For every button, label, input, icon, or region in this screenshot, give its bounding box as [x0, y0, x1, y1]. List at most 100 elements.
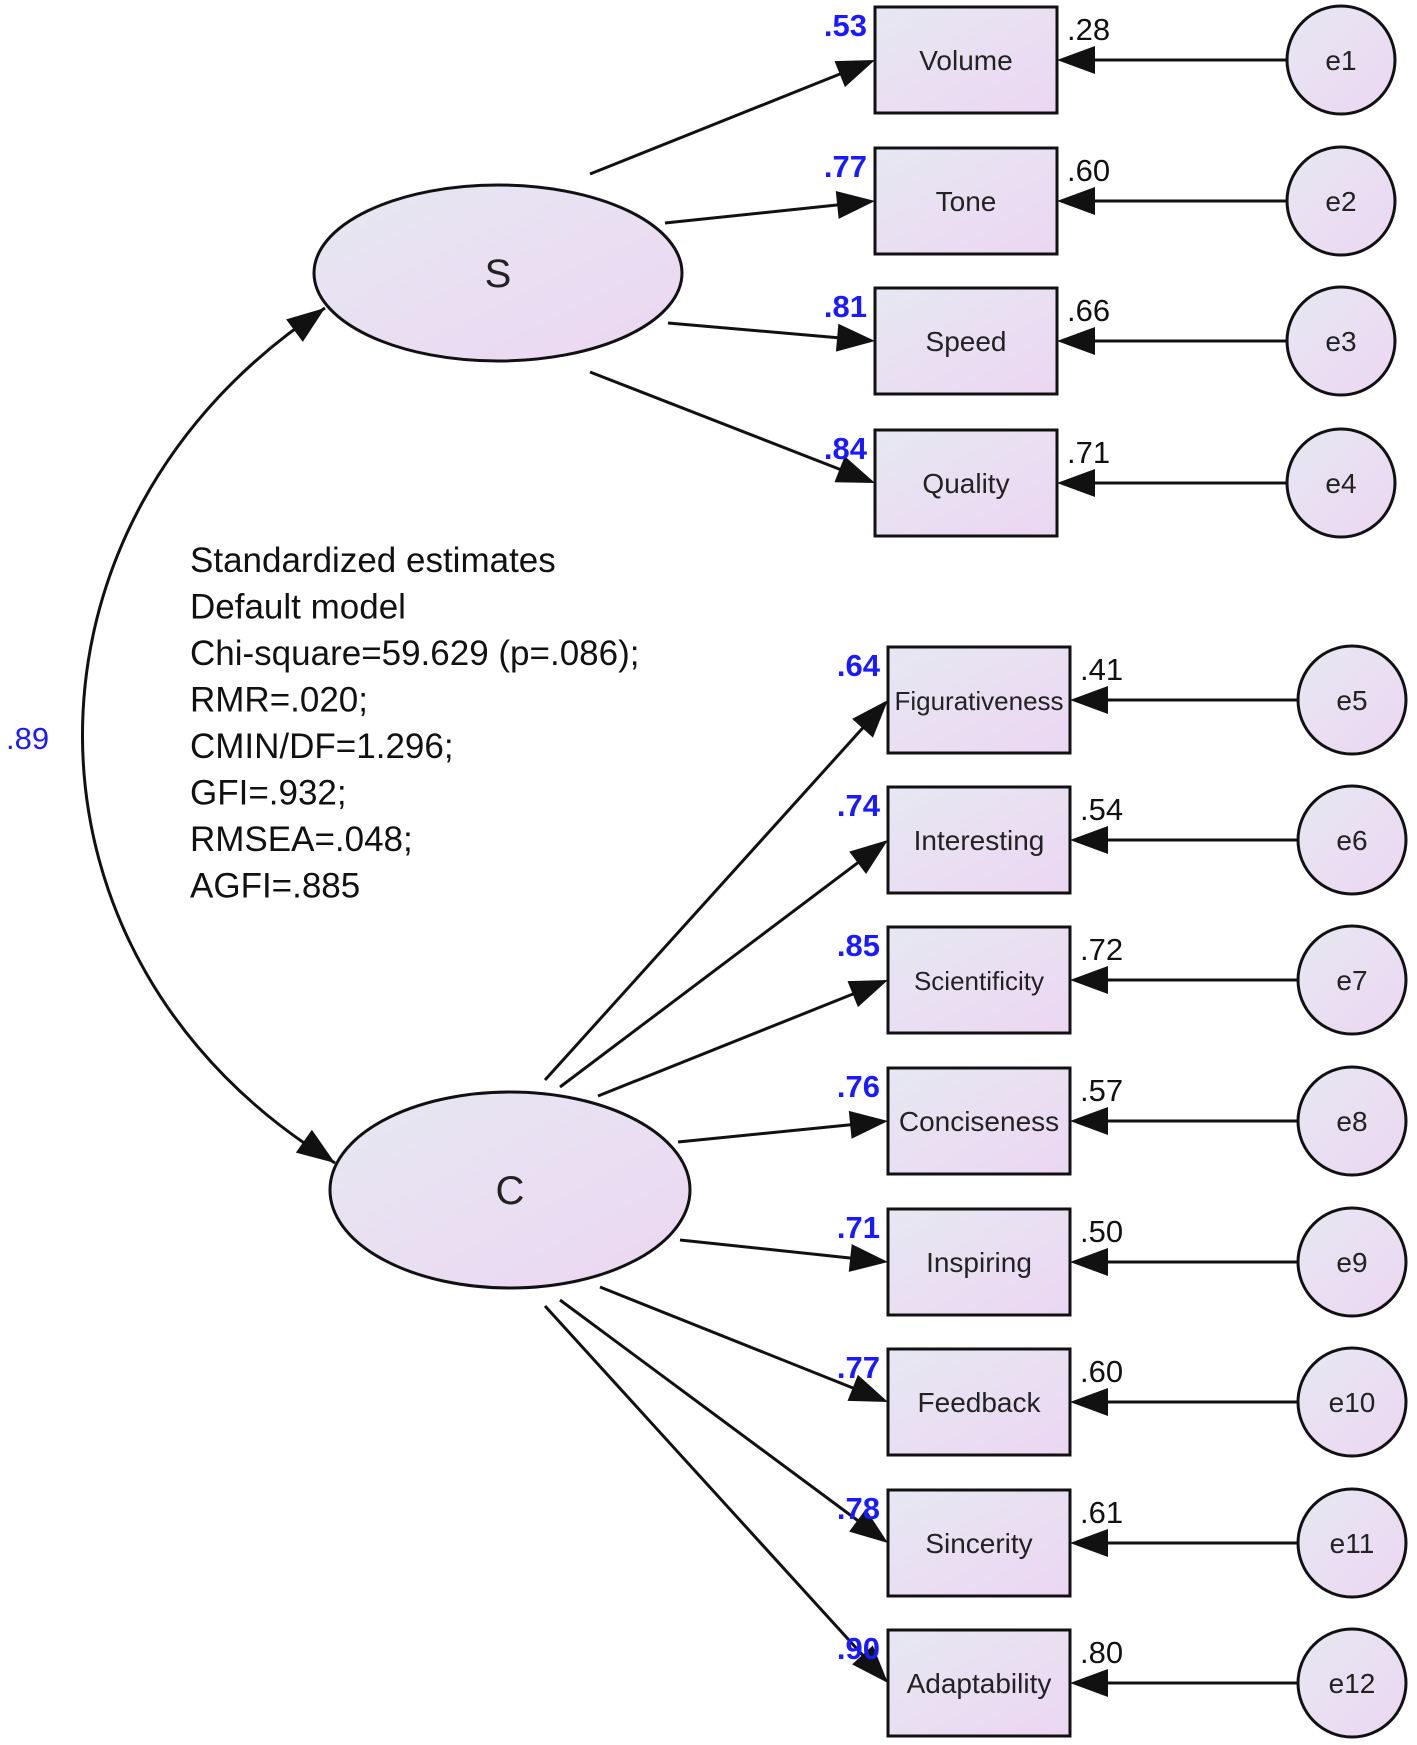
loading-arrowhead-quality [834, 456, 875, 483]
loading-estimate-sincerity: .78 [837, 1491, 880, 1526]
path-arrows [81, 46, 1298, 1697]
loading-estimate-scientificity: .85 [837, 928, 880, 963]
error-arrowhead-e7 [1070, 966, 1108, 994]
error-label-e12: e12 [1329, 1668, 1376, 1699]
error-label-e7: e7 [1336, 965, 1367, 996]
indicator-box-feedback [886, 1347, 1072, 1457]
loading-path-interesting [559, 856, 865, 1089]
error-term-e9 [1296, 1206, 1408, 1318]
error-label-e5: e5 [1336, 685, 1367, 716]
indicator-label-volume: Volume [919, 45, 1012, 76]
indicator-box-conciseness [886, 1066, 1072, 1176]
error-term-e7 [1296, 924, 1408, 1036]
covariance-curve [81, 306, 336, 1165]
error-term-e5 [1296, 644, 1408, 756]
loading-arrowhead-interesting [849, 840, 888, 875]
indicator-box-interesting [886, 785, 1072, 895]
loading-estimate-interesting: .74 [837, 788, 881, 823]
r-squared-conciseness: .57 [1080, 1073, 1123, 1108]
error-label-e2: e2 [1325, 186, 1356, 217]
covariance-arrowhead-S [286, 308, 325, 342]
error-label-e1: e1 [1325, 45, 1356, 76]
latent-label-C: C [496, 1169, 525, 1213]
indicator-box-sincerity [886, 1488, 1072, 1598]
error-label-e4: e4 [1325, 468, 1356, 499]
fit-stat-line-5: CMIN/DF=1.296; [190, 727, 454, 766]
fit-stat-line-3: Chi-square=59.629 (p=.086); [190, 634, 639, 673]
indicator-box-volume [873, 5, 1059, 115]
error-term-e2 [1285, 145, 1397, 257]
indicator-label-sincerity: Sincerity [925, 1528, 1032, 1559]
loading-path-tone [664, 202, 846, 225]
r-squared-volume: .28 [1067, 12, 1110, 47]
error-label-e10: e10 [1329, 1387, 1376, 1418]
error-label-e8: e8 [1336, 1106, 1367, 1137]
loading-arrowhead-scientificity [847, 980, 888, 1008]
error-arrowhead-e10 [1070, 1388, 1108, 1416]
loading-path-feedback [599, 1285, 861, 1393]
loading-estimate-inspiring: .71 [837, 1210, 880, 1245]
fit-stat-line-4: RMR=.020; [190, 681, 368, 720]
loading-path-scientificity [597, 989, 861, 1098]
latent-factor-S [312, 183, 684, 363]
loading-estimate-tone: .77 [824, 149, 867, 184]
correlation-estimate: .89 [6, 721, 49, 756]
r-squared-scientificity: .72 [1080, 932, 1123, 967]
error-label-e9: e9 [1336, 1247, 1367, 1278]
loading-arrowhead-conciseness [848, 1110, 888, 1139]
latent-label-S: S [485, 252, 512, 296]
indicator-label-scientificity: Scientificity [914, 966, 1044, 996]
r-squared-interesting: .54 [1080, 792, 1123, 827]
loading-arrowhead-inspiring [848, 1244, 888, 1272]
error-label-e3: e3 [1325, 326, 1356, 357]
error-term-e1 [1285, 4, 1397, 116]
loading-estimate-volume: .53 [824, 8, 867, 43]
loading-path-volume [589, 69, 848, 176]
indicator-label-interesting: Interesting [914, 825, 1045, 856]
loading-arrowhead-figurativeness [852, 700, 888, 738]
error-term-e4 [1285, 427, 1397, 539]
error-arrowhead-e6 [1070, 826, 1108, 854]
error-arrowhead-e11 [1070, 1529, 1108, 1557]
indicator-label-adaptability: Adaptability [907, 1668, 1052, 1699]
error-label-e11: e11 [1330, 1528, 1375, 1559]
error-term-e11 [1296, 1487, 1408, 1599]
fit-stat-line-6: GFI=.932; [190, 774, 347, 813]
error-arrowhead-e5 [1070, 686, 1108, 714]
indicator-label-feedback: Feedback [918, 1387, 1042, 1418]
r-squared-sincerity: .61 [1080, 1495, 1123, 1530]
loading-path-adaptability [543, 1304, 869, 1662]
indicator-label-tone: Tone [936, 186, 997, 217]
r-squared-quality: .71 [1067, 435, 1110, 470]
fit-stat-line-2: Default model [190, 588, 406, 627]
error-arrowhead-e9 [1070, 1248, 1108, 1276]
error-label-e6: e6 [1336, 825, 1367, 856]
loading-arrowhead-sincerity [849, 1509, 888, 1543]
loading-arrowhead-volume [834, 60, 875, 88]
loading-arrowhead-feedback [847, 1374, 888, 1402]
error-arrowhead-e12 [1070, 1669, 1108, 1697]
indicator-box-figurativeness [886, 645, 1072, 755]
error-arrowhead-e4 [1057, 469, 1095, 497]
error-term-e6 [1296, 784, 1408, 896]
error-arrowhead-e2 [1057, 187, 1095, 215]
indicator-label-figurativeness: Figurativeness [894, 686, 1063, 716]
indicator-label-inspiring: Inspiring [926, 1247, 1032, 1278]
loading-estimate-quality: .84 [824, 431, 868, 466]
estimate-labels: .89.53.28.77.60.81.66.84.71.64.41.74.54.… [6, 8, 1123, 1670]
indicator-box-inspiring [886, 1207, 1072, 1317]
loading-path-quality [589, 370, 848, 474]
error-arrowhead-e3 [1057, 327, 1095, 355]
loading-estimate-speed: .81 [824, 289, 867, 324]
fit-stat-line-8: AGFI=.885 [190, 867, 360, 906]
loading-path-sincerity [559, 1298, 865, 1527]
loading-path-figurativeness [543, 721, 870, 1082]
r-squared-tone: .60 [1067, 153, 1110, 188]
indicator-label-conciseness: Conciseness [899, 1106, 1059, 1137]
loading-arrowhead-speed [835, 323, 875, 352]
indicator-label-quality: Quality [922, 468, 1009, 499]
loading-path-inspiring [679, 1238, 859, 1261]
